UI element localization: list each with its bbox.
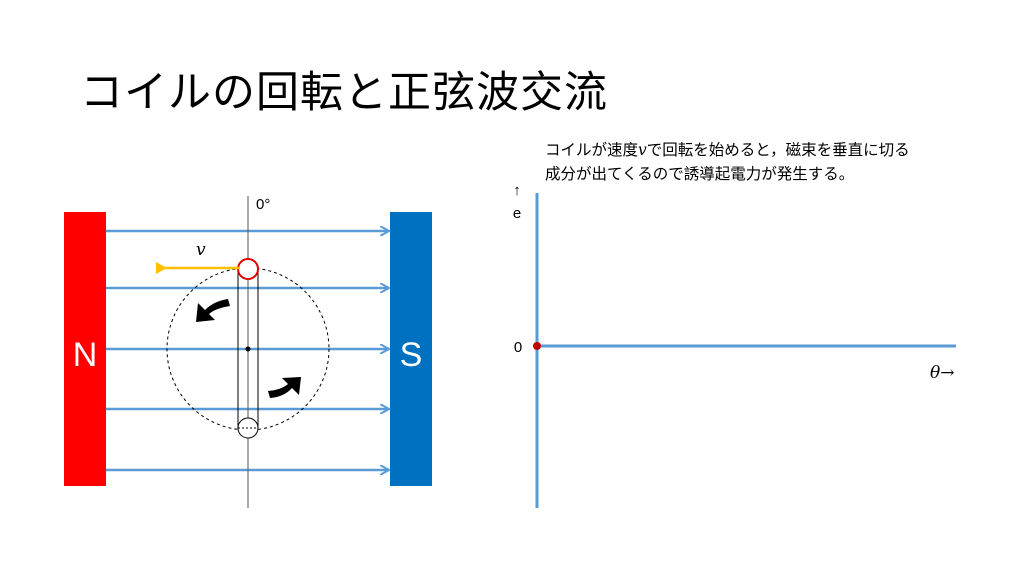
- pivot-point: [245, 346, 251, 352]
- y-axis-arrow: ↑: [513, 182, 521, 199]
- description-part1: コイルが速度: [545, 141, 639, 159]
- south-magnet: [390, 212, 432, 486]
- description-part2: で回転を始めると，磁束を垂直に切る: [646, 141, 910, 159]
- coil-top-conductor: [237, 258, 259, 280]
- y-axis-label: e: [513, 205, 521, 222]
- velocity-symbol: v: [638, 141, 647, 159]
- description-line2: 成分が出てくるので誘導起電力が発生する。: [545, 165, 855, 183]
- graph-origin-point: [533, 342, 541, 350]
- x-axis-label: θ→: [930, 363, 954, 383]
- origin-label: 0: [514, 339, 522, 356]
- description-text: コイルが速度vで回転を始めると，磁束を垂直に切る 成分が出てくるので誘導起電力が…: [545, 138, 1015, 186]
- rotation-arrow-right-icon: [268, 377, 301, 398]
- north-label: N: [73, 336, 98, 374]
- page-title: コイルの回転と正弦波交流: [80, 68, 608, 118]
- velocity-label: v: [196, 240, 206, 260]
- rotation-arrow-left-icon: [196, 299, 230, 322]
- angle-label: 0°: [256, 196, 270, 213]
- south-label: S: [400, 336, 423, 374]
- north-magnet: [64, 212, 106, 486]
